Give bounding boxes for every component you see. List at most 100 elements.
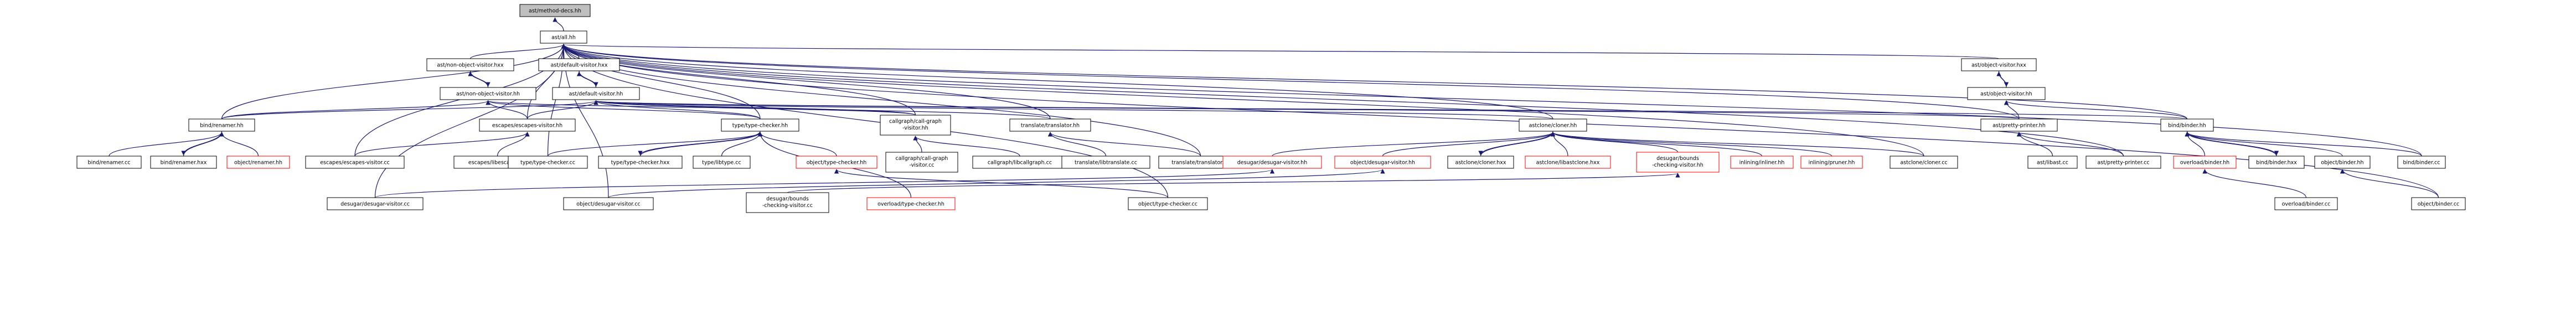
- graph-node-n26[interactable]: callgraph/libcallgraph.cc: [972, 156, 1067, 169]
- dependency-edge: [2186, 131, 2279, 156]
- node-label: ast/object-visitor.hh: [1980, 91, 2032, 97]
- dependency-edge: [787, 173, 1680, 193]
- dependency-edge: [1478, 131, 1553, 156]
- node-box: [563, 197, 654, 210]
- graph-node-n47[interactable]: object/type-checker.cc: [1128, 197, 1208, 210]
- node-box: [188, 118, 255, 132]
- graph-node-n12[interactable]: translate/translator.hh: [1009, 118, 1091, 132]
- graph-node-n15[interactable]: bind/binder.hh: [2160, 118, 2214, 132]
- graph-node-n40[interactable]: bind/binder.hxx: [2248, 156, 2305, 169]
- graph-node-n8[interactable]: bind/renamer.hh: [188, 118, 255, 132]
- graph-node-n27[interactable]: translate/libtranslate.cc: [1061, 156, 1150, 169]
- dependency-edge: [834, 169, 1169, 198]
- node-label: ast/libast.cc: [2037, 160, 2068, 166]
- node-label: ast/non-object-visitor.hh: [456, 91, 520, 97]
- graph-node-n25[interactable]: callgraph/call-graph-visitor.cc: [885, 152, 958, 173]
- graph-node-n6[interactable]: ast/default-visitor.hh: [552, 87, 640, 100]
- node-label: type/type-checker.hxx: [611, 160, 670, 166]
- graph-node-n35: inlining/pruner.hh: [1800, 156, 1863, 169]
- dependency-edge: [183, 132, 224, 157]
- graph-node-n11[interactable]: callgraph/call-graph-visitor.hh: [880, 115, 951, 136]
- graph-node-n7[interactable]: ast/object-visitor.hh: [1967, 87, 2046, 100]
- dependency-edge: [109, 132, 224, 157]
- node-box: [540, 30, 587, 44]
- graph-node-n16[interactable]: bind/renamer.cc: [76, 156, 142, 169]
- node-label: type/libtype.cc: [702, 160, 741, 166]
- node-label: overload/binder.hh: [2180, 160, 2229, 166]
- graph-node-n5[interactable]: ast/non-object-visitor.hh: [440, 87, 536, 100]
- graph-node-n13[interactable]: astclone/cloner.hh: [1519, 118, 1587, 132]
- graph-node-n42[interactable]: bind/binder.cc: [2397, 156, 2446, 169]
- node-box: [150, 156, 217, 169]
- node-label: desugar/bounds-checking-visitor.hh: [1652, 156, 1703, 168]
- dependency-edge: [561, 44, 2188, 120]
- graph-node-n19[interactable]: escapes/escapes-visitor.cc: [305, 156, 405, 169]
- nodes-layer: ast/method-decs.hh ast/all.hh ast/non-obje…: [76, 4, 2466, 213]
- node-box: [2248, 156, 2305, 169]
- graph-node-n44[interactable]: object/desugar-visitor.cc: [563, 197, 654, 210]
- node-label: object/renamer.hh: [234, 160, 282, 166]
- dependency-edge: [1996, 71, 2007, 88]
- dependency-edge: [1550, 132, 1832, 157]
- node-box: [2274, 197, 2338, 210]
- node-label: type/type-checker.hh: [732, 123, 788, 129]
- graph-node-n39: overload/binder.hh: [2173, 156, 2237, 169]
- graph-node-n17[interactable]: bind/renamer.hxx: [150, 156, 217, 169]
- graph-node-n0[interactable]: ast/method-decs.hh: [519, 4, 591, 17]
- graph-node-n43[interactable]: desugar/desugar-visitor.cc: [327, 197, 424, 210]
- dependency-edge: [561, 44, 2422, 157]
- graph-node-n45[interactable]: desugar/bounds-checking-visitor.cc: [746, 192, 829, 213]
- graph-node-n32: astclone/libastclone.hxx: [1525, 156, 1611, 169]
- node-box: [1222, 156, 1322, 169]
- node-label: bind/renamer.cc: [88, 160, 131, 166]
- node-label: overload/type-checker.hh: [877, 202, 944, 208]
- graph-node-n24: object/type-checker.hh: [796, 156, 877, 169]
- graph-node-n3[interactable]: ast/default-visitor.hxx: [538, 58, 620, 71]
- graph-node-n14[interactable]: ast/pretty-printer.hh: [1980, 118, 2058, 132]
- graph-node-n22[interactable]: type/type-checker.hxx: [598, 156, 683, 169]
- dependency-edge: [469, 70, 491, 87]
- graph-node-n23[interactable]: type/libtype.cc: [693, 156, 751, 169]
- graph-node-n33: desugar/bounds-checking-visitor.hh: [1636, 152, 1720, 173]
- dependency-edge: [221, 44, 566, 120]
- dependency-edge: [1998, 70, 2009, 87]
- graph-node-n10[interactable]: type/type-checker.hh: [721, 118, 799, 132]
- graph-node-n49[interactable]: object/binder.cc: [2411, 197, 2466, 210]
- node-label: type/type-checker.cc: [520, 160, 575, 166]
- node-box: [721, 118, 799, 132]
- dependency-edge: [2202, 169, 2307, 198]
- dependency-edge: [562, 44, 2000, 59]
- graph-node-n37[interactable]: ast/libast.cc: [2027, 156, 2078, 169]
- node-label: ast/default-visitor.hh: [569, 91, 623, 97]
- dependency-edge: [1550, 132, 1763, 157]
- node-label: bind/renamer.hh: [200, 123, 244, 129]
- node-box: [598, 156, 683, 169]
- node-label: object/desugar-visitor.cc: [576, 202, 641, 208]
- node-label: astclone/libastclone.hxx: [1536, 160, 1600, 166]
- graph-node-n38[interactable]: ast/pretty-printer.cc: [2085, 156, 2161, 169]
- graph-node-n4[interactable]: ast/object-visitor.hxx: [1961, 58, 2037, 71]
- node-label: object/desugar-visitor.hh: [1350, 160, 1415, 166]
- edges-layer: [109, 17, 2439, 198]
- graph-node-n48[interactable]: overload/binder.cc: [2274, 197, 2338, 210]
- graph-node-n21[interactable]: type/type-checker.cc: [508, 156, 588, 169]
- dependency-edge: [561, 44, 1924, 157]
- graph-node-n2[interactable]: ast/non-object-visitor.hxx: [426, 58, 514, 71]
- node-box: [1009, 118, 1091, 132]
- dependency-edge: [181, 131, 223, 156]
- dependency-edge: [638, 131, 761, 156]
- node-label: overload/binder.cc: [2282, 202, 2331, 208]
- node-box: [2085, 156, 2161, 169]
- dependency-edge: [2004, 100, 2020, 120]
- node-label: escapes/libescapes.cc: [468, 160, 526, 166]
- graph-node-n1[interactable]: ast/all.hh: [540, 30, 587, 44]
- dependency-edge: [2185, 132, 2277, 157]
- graph-node-n9[interactable]: escapes/escapes-visitor.hh: [479, 118, 576, 132]
- dependency-edge: [2185, 132, 2343, 157]
- dependency-edge: [576, 71, 597, 88]
- graph-node-n36[interactable]: astclone/cloner.cc: [1890, 156, 1958, 169]
- node-box: [426, 58, 514, 71]
- graph-node-n31[interactable]: astclone/cloner.hxx: [1447, 156, 1514, 169]
- graph-node-n41[interactable]: object/binder.hh: [2314, 156, 2371, 169]
- node-box: [1980, 118, 2058, 132]
